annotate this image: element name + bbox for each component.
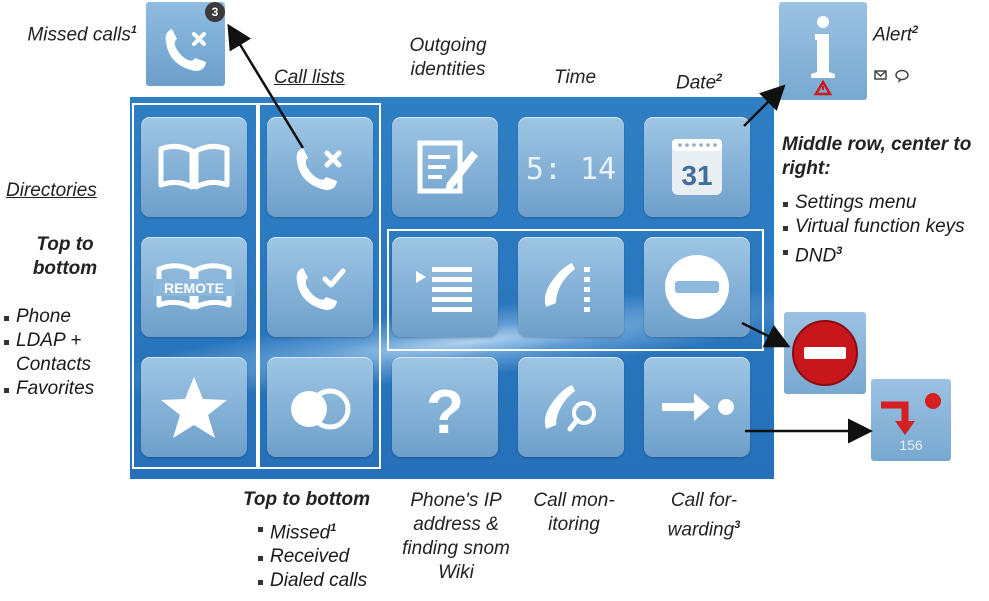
- function-keys-icon: [544, 263, 590, 312]
- clock-icon: 5: 14: [526, 152, 616, 187]
- directory-ldap-contacts-button[interactable]: REMOTE: [141, 237, 247, 337]
- settings-menu-button[interactable]: [392, 237, 498, 337]
- svg-text:?: ?: [426, 378, 464, 447]
- help-icon: ?: [426, 378, 464, 447]
- call-monitoring-label: Call mon-itoring: [533, 490, 615, 535]
- call-lists-label: Call lists: [274, 67, 345, 88]
- directories-frame: [132, 103, 258, 469]
- directories-list: Phone LDAP + Contacts Favorites: [4, 305, 120, 401]
- phones-ip-label: Phone's IP address & finding snom Wiki: [402, 490, 510, 583]
- dnd-icon: [665, 255, 729, 319]
- message-status-icons: [874, 69, 909, 83]
- outgoing-identity-icon: [417, 140, 478, 194]
- favorites-star-icon: [161, 377, 227, 438]
- forwarding-thumbnail: 156: [871, 379, 951, 461]
- call-forward-icon: [662, 393, 734, 421]
- list-item: Virtual function keys: [783, 215, 973, 239]
- list-item: LDAP + Contacts: [4, 329, 120, 377]
- middle-row-list: Settings menu Virtual function keys DND3: [783, 191, 973, 268]
- call-lists-list: Missed1 Received Dialed calls: [258, 516, 398, 593]
- calendar-day: 31: [681, 160, 712, 191]
- missed-call-icon: [165, 29, 206, 71]
- remote-directory-icon: REMOTE: [153, 263, 235, 310]
- phone-screen: REMOTE: [130, 97, 774, 479]
- directories-order-label: Top to bottom: [32, 234, 98, 279]
- dialed-calls-list-button[interactable]: [267, 357, 373, 457]
- dnd-button[interactable]: [644, 237, 750, 337]
- info-alert-icon: [811, 16, 835, 96]
- alert-label: Alert2: [873, 24, 919, 46]
- list-item: Received: [258, 545, 398, 569]
- chat-bubble-icon: [895, 69, 909, 81]
- remote-label: REMOTE: [164, 280, 224, 296]
- favorites-button[interactable]: [141, 357, 247, 457]
- received-calls-list-button[interactable]: [267, 237, 373, 337]
- alert-thumbnail: [779, 2, 867, 100]
- middle-row-frame: [387, 229, 764, 351]
- middle-row-title: Middle row, center to right:: [782, 134, 972, 179]
- dnd-thumbnail: [784, 312, 866, 394]
- list-item: Missed1: [258, 516, 398, 545]
- directories-label: Directories: [6, 180, 97, 201]
- outgoing-identities-label: Outgoing identities: [409, 35, 487, 80]
- missed-calls-thumbnail: 3: [146, 2, 225, 86]
- missed-count-badge: 3: [205, 2, 225, 22]
- date-button[interactable]: 31: [644, 117, 750, 217]
- call-monitoring-button[interactable]: [518, 357, 624, 457]
- date-label: Date2: [676, 72, 723, 94]
- list-item: Dialed calls: [258, 569, 398, 593]
- calendar-icon: 31: [672, 139, 722, 195]
- missed-call-icon: [296, 148, 342, 190]
- forward-active-icon: [881, 393, 941, 435]
- outgoing-identities-button[interactable]: [392, 117, 498, 217]
- list-item: Phone: [4, 305, 120, 329]
- call-lists-order-label: Top to bottom: [243, 489, 370, 510]
- call-forwarding-button[interactable]: [644, 357, 750, 457]
- settings-menu-icon: [416, 267, 472, 312]
- dialed-calls-icon: [291, 388, 351, 430]
- list-item: Settings menu: [783, 191, 973, 215]
- received-call-icon: [296, 268, 346, 310]
- time-display: 5: 14: [526, 152, 616, 187]
- call-lists-frame: [258, 103, 381, 469]
- missed-calls-label: Missed calls1: [27, 24, 137, 46]
- forward-number: 156: [899, 437, 923, 453]
- call-forwarding-label: Call for-warding3: [667, 490, 741, 541]
- time-button[interactable]: 5: 14: [518, 117, 624, 217]
- list-item: Favorites: [4, 377, 120, 401]
- call-monitor-icon: [544, 385, 596, 432]
- dnd-red-icon: [792, 320, 858, 386]
- envelope-icon: [874, 70, 887, 80]
- directory-book-icon: [158, 143, 230, 190]
- function-keys-button[interactable]: [518, 237, 624, 337]
- time-label: Time: [554, 67, 597, 88]
- help-ip-address-button[interactable]: ?: [392, 357, 498, 457]
- list-item: DND3: [783, 239, 973, 268]
